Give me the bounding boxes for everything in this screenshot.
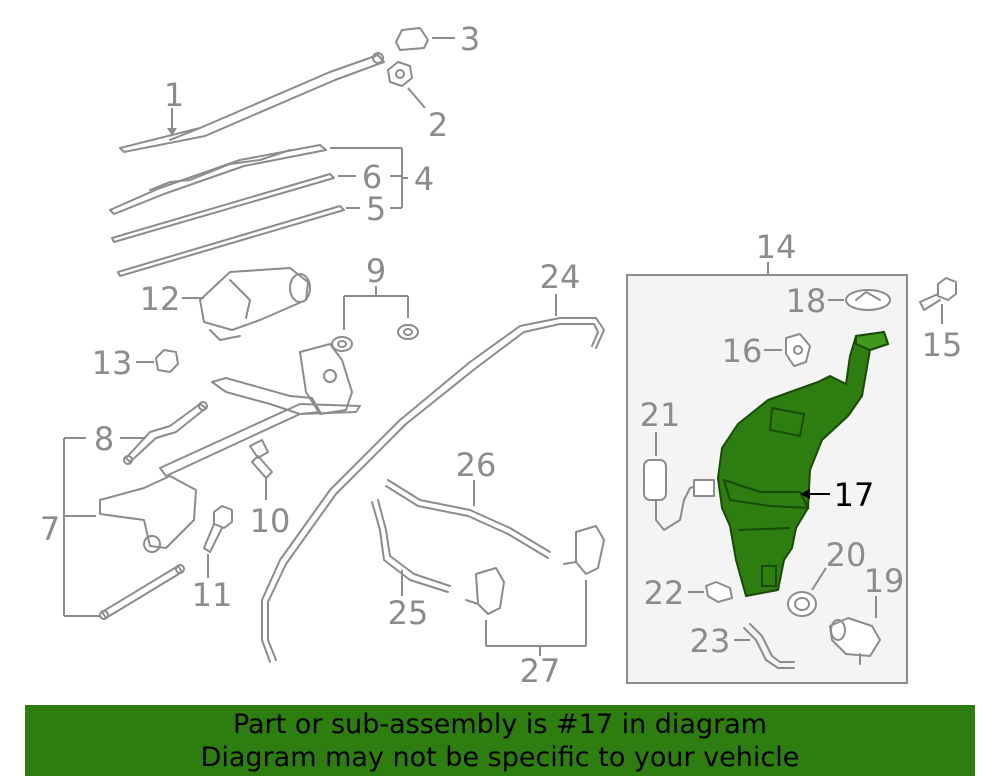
short-hose <box>743 623 795 669</box>
label-13: 13 <box>92 344 133 382</box>
washer-nozzle-right <box>563 525 605 575</box>
info-banner: Part or sub-assembly is #17 in diagram D… <box>25 705 975 776</box>
seal-ring <box>787 591 817 617</box>
label-3: 3 <box>460 20 480 58</box>
linkage-assembly <box>99 343 361 553</box>
label-7: 7 <box>40 510 60 548</box>
label-2: 2 <box>428 106 448 144</box>
wiper-arm <box>119 52 385 153</box>
label-27: 27 <box>520 652 561 690</box>
blade-insert <box>111 173 335 243</box>
link-rod-lower <box>99 564 185 620</box>
banner-line-2: Diagram may not be specific to your vehi… <box>200 742 800 773</box>
link-rod-upper <box>123 401 208 465</box>
filler-cap <box>845 289 891 311</box>
washer-hose-26 <box>385 479 551 559</box>
banner-line-1: Part or sub-assembly is #17 in diagram <box>232 709 768 740</box>
washer <box>331 324 419 352</box>
bolt-15 <box>919 277 957 311</box>
nut-13 <box>155 349 179 373</box>
washer-nozzle-left <box>465 567 505 615</box>
label-5: 5 <box>366 190 386 228</box>
label-18: 18 <box>786 282 827 320</box>
level-sensor <box>829 617 881 665</box>
bolt-10 <box>249 439 273 479</box>
label-12: 12 <box>140 280 181 318</box>
label-4: 4 <box>414 160 434 198</box>
label-22: 22 <box>644 574 685 612</box>
clip <box>785 333 811 367</box>
label-11: 11 <box>192 576 233 614</box>
label-10: 10 <box>250 502 291 540</box>
label-15: 15 <box>922 326 963 364</box>
label-1: 1 <box>164 76 184 114</box>
washer-reservoir <box>717 330 890 597</box>
label-25: 25 <box>388 594 429 632</box>
washer-hose-long <box>261 317 605 663</box>
label-16: 16 <box>722 332 763 370</box>
parts-diagram: 1 2 3 6 4 5 12 <box>40 20 963 690</box>
label-6: 6 <box>362 158 382 196</box>
nut <box>387 61 413 87</box>
cap <box>395 27 429 51</box>
label-9: 9 <box>366 252 386 290</box>
blade-insert-lower <box>117 205 345 277</box>
washer-pump <box>643 459 715 531</box>
grommet <box>705 581 733 603</box>
label-19: 19 <box>864 562 905 600</box>
wiper-motor <box>199 267 311 341</box>
label-17: 17 <box>834 476 875 514</box>
label-20: 20 <box>826 536 867 574</box>
bolt-11 <box>203 505 233 553</box>
wiper-blade <box>109 144 327 215</box>
washer-hose-25 <box>371 499 451 593</box>
label-8: 8 <box>94 420 114 458</box>
label-21: 21 <box>640 396 681 434</box>
label-23: 23 <box>690 622 731 660</box>
label-26: 26 <box>456 446 497 484</box>
label-14: 14 <box>756 228 797 266</box>
label-24: 24 <box>540 258 581 296</box>
